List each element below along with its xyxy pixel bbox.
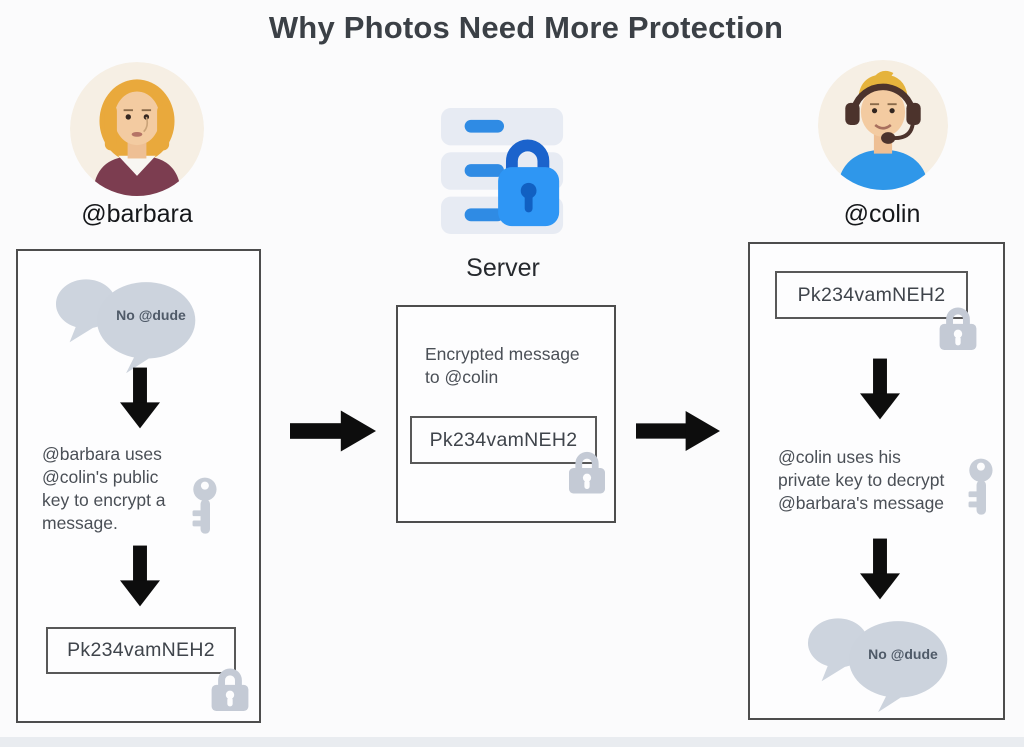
private-key-icon	[962, 450, 994, 524]
colin-avatar-icon	[818, 60, 948, 190]
down-arrow-icon	[120, 365, 160, 431]
ciphertext-box: Pk234vamNEH2	[46, 627, 236, 674]
colin-handle: @colin	[843, 200, 921, 228]
server-label: Server	[466, 254, 540, 282]
server-icon	[440, 108, 570, 236]
bubble-text: No @dude	[116, 307, 186, 323]
lock-icon	[208, 665, 252, 711]
flow-arrow-right-icon	[290, 410, 376, 452]
speech-bubbles-icon	[800, 612, 958, 714]
colin-panel: Pk234vamNEH2 @colin uses his private key…	[748, 242, 1005, 720]
lock-icon	[566, 448, 608, 494]
barbara-handle: @barbara	[81, 200, 193, 228]
headset-icon	[845, 83, 921, 144]
down-arrow-icon	[120, 543, 160, 609]
barbara-panel: No @dude @barbara uses @colin's public k…	[16, 249, 261, 723]
server-panel: Encrypted message to @colin Pk234vamNEH2	[396, 305, 616, 523]
bubble-text: No @dude	[868, 646, 938, 662]
bottom-strip	[0, 737, 1024, 747]
down-arrow-icon	[860, 356, 900, 422]
flow-arrow-right-icon	[636, 410, 720, 452]
encrypted-message-description: Encrypted message to @colin	[425, 344, 580, 387]
barbara-avatar-icon	[70, 62, 204, 196]
speech-bubbles-icon	[48, 273, 206, 375]
down-arrow-icon	[860, 536, 900, 602]
public-key-icon	[186, 469, 218, 543]
lock-icon	[936, 304, 980, 350]
server-lock-icon	[498, 139, 560, 227]
ciphertext-text: Pk234vamNEH2	[429, 428, 578, 451]
ciphertext-text: Pk234vamNEH2	[797, 283, 946, 306]
decrypt-description: @colin uses his private key to decrypt @…	[778, 447, 945, 513]
ciphertext-text: Pk234vamNEH2	[67, 639, 215, 661]
ciphertext-box: Pk234vamNEH2	[410, 416, 597, 464]
ciphertext-box: Pk234vamNEH2	[775, 271, 968, 319]
encrypt-description: @barbara uses @colin's public key to enc…	[42, 444, 166, 533]
page-title: Why Photos Need More Protection	[268, 10, 784, 45]
